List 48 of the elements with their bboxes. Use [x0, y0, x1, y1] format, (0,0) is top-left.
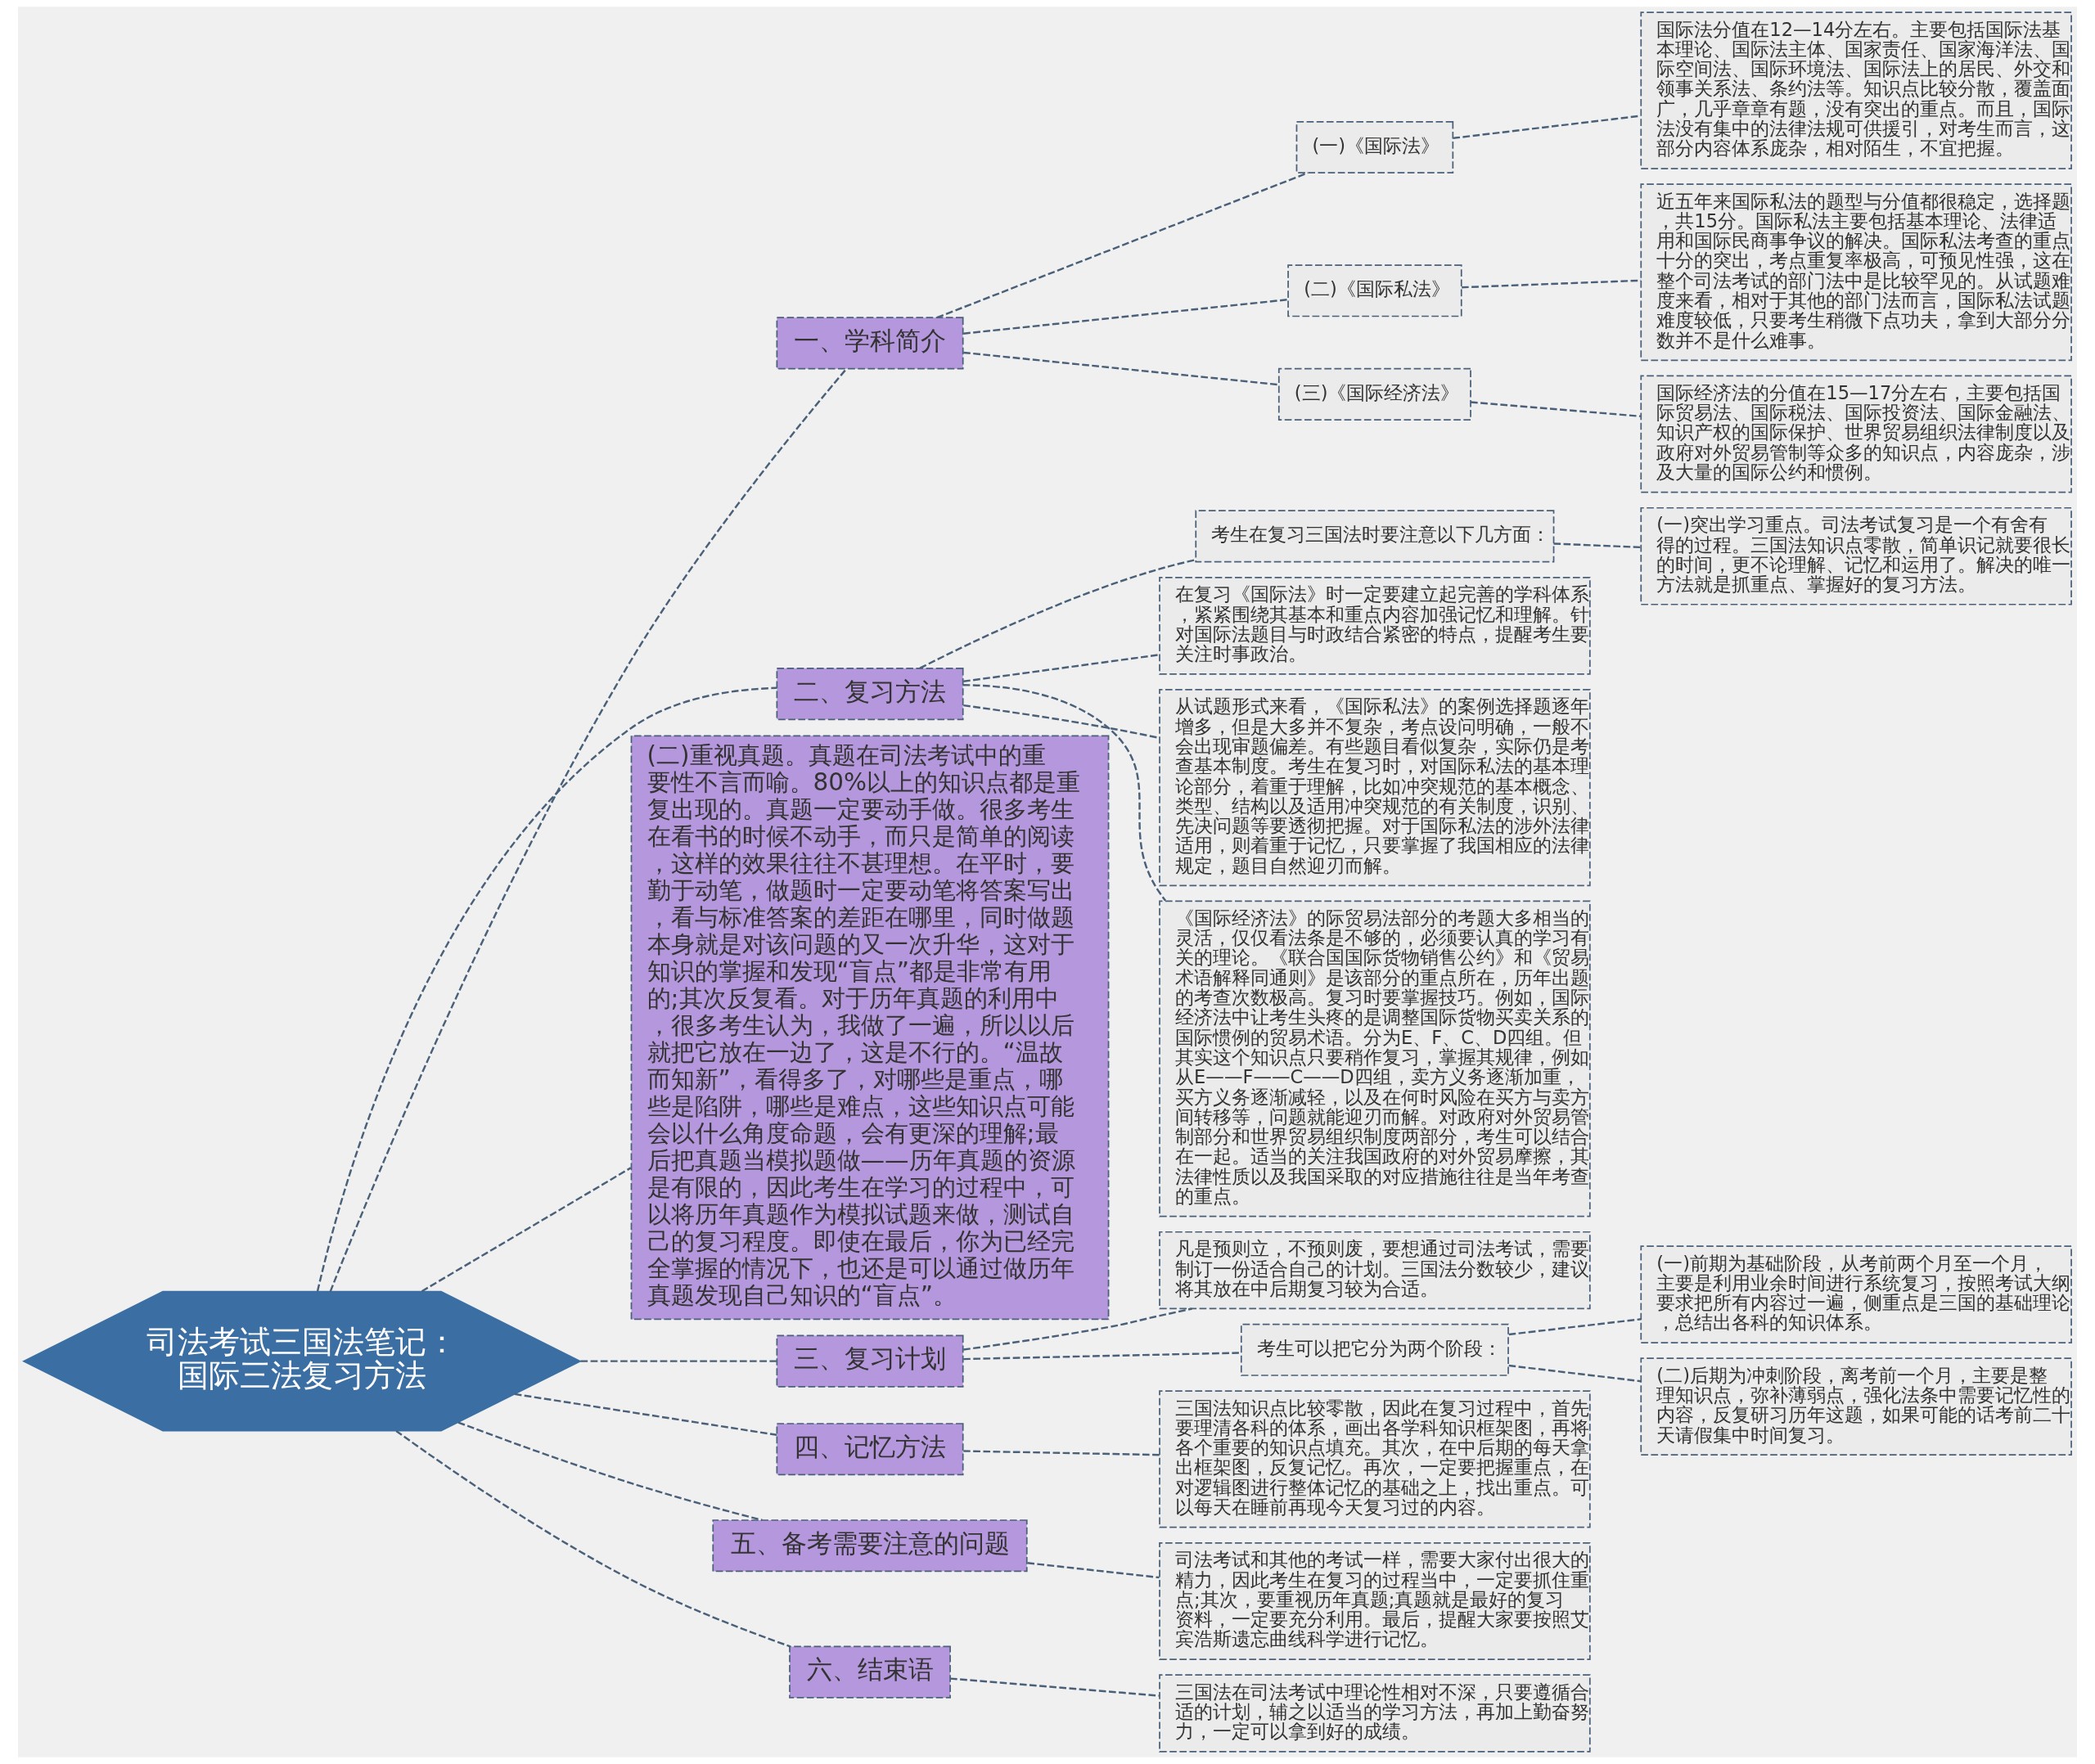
node-box: 五、备考需要注意的问题 — [712, 1519, 1028, 1573]
connector — [316, 686, 777, 1292]
node-box: 国际法分值在12—14分左右。主要包括国际法基本理论、国际法主体、国家责任、国家海洋法、国际空间法、国际环境法、国际法上的居民、外交和领事关系法、条约法等。知识点比较分散，覆盖面广，几乎章章有题，没有突出的重点。而且，国际法没有集中的法律法规可供援引，对考生而言，这部分内容体系庞杂，相对陌生，不宜把握。 — [1640, 11, 2072, 169]
connector — [514, 1393, 777, 1436]
node-box: 二、复习方法 — [776, 667, 964, 721]
node-box: 一、学科简介 — [776, 317, 964, 370]
node-box: 国际经济法的分值在15—17分左右，主要包括国际贸易法、国际税法、国际投资法、国际金融法、知识产权的国际保护、世界贸易组织法律制度以及政府对外贸易管制等众多的知识点，内容庞杂，涉及大量的国际公约和惯例。 — [1640, 375, 2072, 493]
connector — [457, 1421, 763, 1522]
connector — [1508, 1318, 1642, 1336]
node-box: (三)《国际经济法》 — [1277, 367, 1471, 421]
connector — [963, 351, 1279, 386]
node-box: 三、复习计划 — [776, 1334, 964, 1388]
node-box: 凡是预则立，不预则废，要想通过司法考试，需要制订一份适合自己的计划。三国法分数较少，建议将其放在中后期复习较为合适。 — [1159, 1231, 1591, 1310]
connector — [963, 654, 1160, 682]
connector — [963, 1450, 1160, 1456]
node-box: 在复习《国际法》时一定要建立起完善的学科体系，紧紧围绕其基本和重点内容加强记忆和理解。针对国际法题目与时政结合紧密的特点，提醒考生要关注时事政治。 — [1159, 576, 1591, 675]
connector — [395, 1429, 791, 1648]
connector — [963, 704, 1160, 740]
connector — [950, 1677, 1160, 1697]
connector — [1508, 1364, 1642, 1383]
node-box: 《国际经济法》的际贸易法部分的考题大多相当的灵活，仅仅看法条是不够的，必须要认真的学习有关的理论。《联合国国际货物销售公约》和《贸易术语解释同通则》是该部分的重点所在，历年出题的考查次数极高。复习时要掌握技巧。例如，国际经济法中让考生头疼的是调整国际货物买卖关系的国际惯例的贸易术语。分为E、F、C、D四组。但其实这个知识点只要稍作复习，掌握其规律，例如从E——F——C——D四组，卖方义务逐渐加重，买方义务逐渐减轻，以及在何时风险在买方与卖方间转移等，问题就能迎刃而解。对政府对外贸易管制部分和世界贸易组织制度两部分，考生可以结合在一起。适当的关注我国政府的对外贸易摩擦，其法律性质以及我国采取的对应措施往往是当年考查的重点。 — [1159, 900, 1591, 1217]
node-box: 从试题形式来看，《国际私法》的案例选择题逐年增多，但是大多并不复杂，考点设问明确，一般不会出现审题偏差。有些题目看似复杂，实际仍是考查基本制度。考生在复习时，对国际私法的基本理论部分，着重于理解，比如冲突规范的基本概念、类型、结构以及适用冲突规范的有关制度，识别、先决问题等要透彻把握。对于国际私法的涉外法律适用，则着重于记忆，只要掌握了我国相应的法律规定，题目自然迎刃而解。 — [1159, 689, 1591, 887]
node-box: (二)重视真题。真题在司法考试中的重要性不言而喻。80%以上的知识点都是重复出现的。真题一定要动手做。很多考生在看书的时候不动手，而只是简单的阅读，这样的效果往往不甚理想。在平时，要勤于动笔，做题时一定要动笔将答案写出，看与标准答案的差距在哪里，同时做题本身就是对该问题的又一次升华，这对于知识的掌握和发现“盲点”都是非常有用的;其次反复看。对于历年真题的利用中，很多考生认为，我做了一遍，所以以后就把它放在一边了，这是不行的。“温故而知新”，看得多了，对哪些是重点，哪些是陷阱，哪些是难点，这些知识点可能会以什么角度命题，会有更深的理解;最后把真题当模拟题做——历年真题的资源是有限的，因此考生在学习的过程中，可以将历年真题作为模拟试题来做，测试自己的复习程度。即使在最后，你为已经完全掌握的情况下，也还是可以通过做历年真题发现自己知识的“盲点”。 — [630, 735, 1110, 1321]
node-box: (二)后期为冲刺阶段，离考前一个月，主要是整理知识点，弥补薄弱点，强化法条中需要记忆性的内容，反复研习历年这题，如果可能的话考前二十天请假集中时间复习。 — [1640, 1357, 2072, 1456]
connector — [963, 1352, 1241, 1361]
node-box: (一)突出学习重点。司法考试复习是一个有舍有得的过程。三国法知识点零散，简单识记就要很长的时间，更不论理解、记忆和运用了。解决的唯一方法就是抓重点、掌握好的复习方法。 — [1640, 506, 2072, 605]
node-box: (二)《国际私法》 — [1287, 264, 1462, 317]
node-box: 三国法在司法考试中理论性相对不深，只要遵循合适的计划，辅之以适当的学习方法，再加上勤奋努力，一定可以拿到好的成绩。 — [1159, 1674, 1591, 1753]
connector — [962, 684, 1167, 902]
connector — [580, 1360, 777, 1362]
node-box: 近五年来国际私法的题型与分值都很稳定，选择题，共15分。国际私法主要包括基本理论、法律适用和国际民商事争议的解决。国际私法考查的重点十分的突出，考点重复率极高，可预见性强，这在整个司法考试的部门法中是比较罕见的。从试题难度来看，相对于其他的部门法而言，国际私法试题难度较低，只要考生稍微下点功夫，拿到大部分分数并不是什么难事。 — [1640, 183, 2072, 362]
node-box: (一)《国际法》 — [1295, 120, 1454, 174]
node-box: 三国法知识点比较零散，因此在复习过程中，首先要理清各科的体系，画出各学科知识框架图，再将各个重要的知识点填充。其次，在中后期的每天拿出框架图，反复记忆。再次，一定要把握重点，在对逻辑图进行整体记忆的基础之上，找出重点。可以每天在睡前再现今天复习过的内容。 — [1159, 1390, 1591, 1528]
node-box: 六、结束语 — [789, 1645, 951, 1699]
connector — [421, 1167, 632, 1293]
node-box: 四、记忆方法 — [776, 1423, 964, 1476]
node-box: (一)前期为基础阶段，从考前两个月至一个月，主要是利用业余时间进行系统复习，按照考试大纲要求把所有内容过一遍，侧重点是三国的基础理论，总结出各科的知识体系。 — [1640, 1245, 2072, 1343]
node-box: 司法考试和其他的考试一样，需要大家付出很大的精力，因此考生在复习的过程当中，一定要抓住重点;其次，要重视历年真题;真题就是最好的复习资料，一定要充分利用。最后，提醒大家要按照艾宾浩斯遗忘曲线科学进行记忆。 — [1159, 1541, 1591, 1660]
connector — [963, 298, 1289, 335]
connector — [329, 368, 848, 1293]
connector — [1027, 1562, 1160, 1579]
connector — [963, 1307, 1192, 1351]
connector — [936, 172, 1309, 319]
connector — [919, 559, 1196, 669]
connector — [1553, 542, 1641, 549]
node-box: 考生可以把它分为两个阶段： — [1240, 1323, 1509, 1376]
connector — [1471, 401, 1641, 417]
node-box: 考生在复习三国法时要注意以下几方面： — [1195, 510, 1555, 563]
